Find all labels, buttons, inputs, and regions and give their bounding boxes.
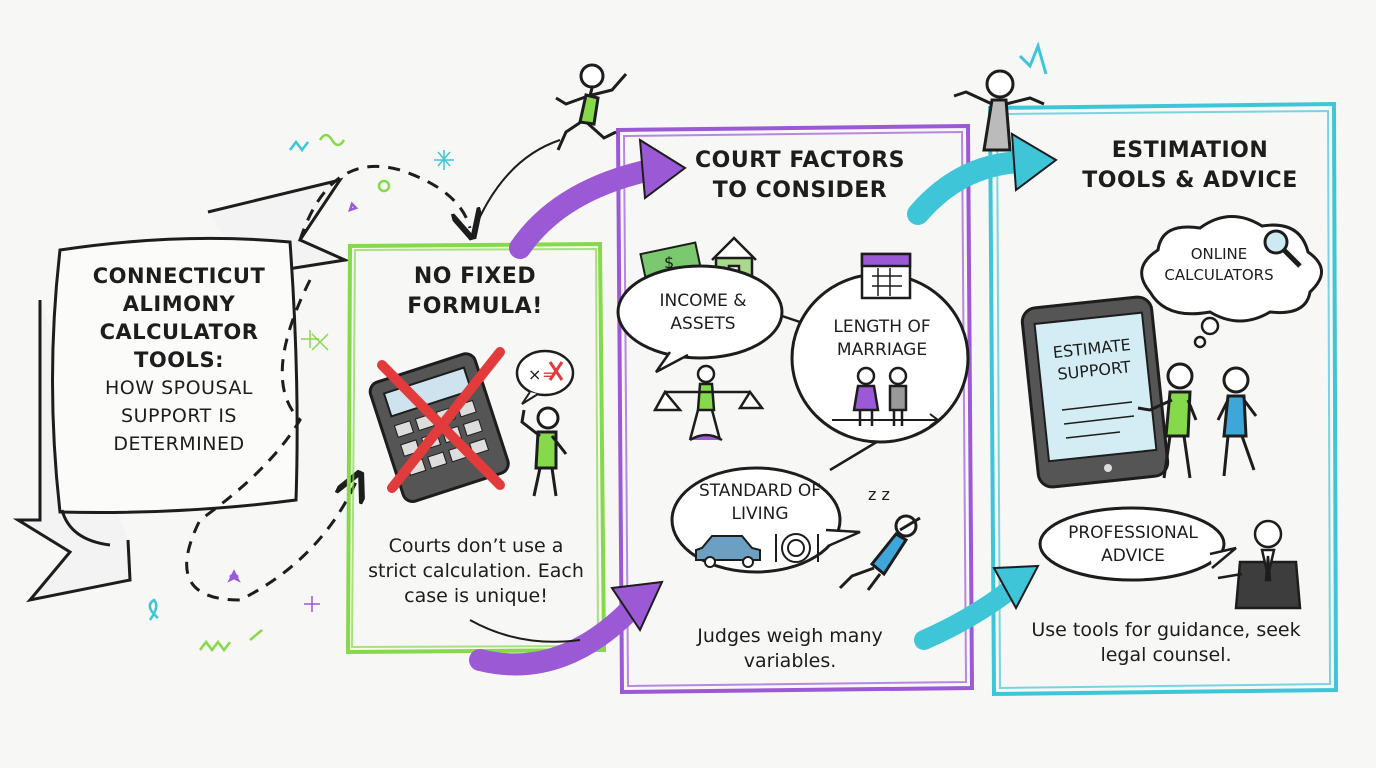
purple-arrow-bottom [469,580,664,676]
panel-2-title: COURT FACTORS TO CONSIDER [695,148,905,203]
calendar-icon [860,252,912,300]
teal-arrow-bottom [914,564,1040,650]
banner-title-line-2: HOW SPOUSAL SUPPORT IS DETERMINED [105,377,253,455]
panel-2-caption: Judges weigh many variables. [697,625,883,672]
thinking-figure: × = [515,349,575,497]
svg-text:$: $ [664,253,674,272]
advice-label: PROFESSIONAL ADVICE [1068,523,1198,566]
car-icon [695,535,761,568]
marriage-bubble-label: LENGTH OF MARRIAGE [833,317,931,360]
panel-3-caption: Use tools for guidance, seek legal couns… [1031,619,1301,666]
income-bubble-label: INCOME & ASSETS [659,291,747,334]
surprised-figure [1216,366,1258,477]
red-cross-icon [377,347,505,493]
relaxing-figure: z z [838,485,921,591]
plate-icon [775,533,819,563]
scales-icon [652,364,765,442]
running-figure [555,63,628,151]
couple-icon [832,366,940,427]
dashed-arrow-top [298,164,470,240]
panel-3-title: ESTIMATION TOOLS & ADVICE [1082,138,1298,193]
living-bubble-label: STANDARD OF LIVING [698,481,822,524]
svg-text:z z: z z [868,485,890,504]
tablet-icon [1020,295,1170,489]
panel-1-caption: Courts don’t use a strict calculation. E… [368,535,584,607]
purple-arrow-top [509,138,687,259]
confetti-doodles [148,133,454,653]
lawyer-figure [1217,519,1302,610]
cloud-label: ONLINE CALCULATORS [1164,245,1274,284]
magnifier-icon [1263,229,1302,268]
advice-bubble [1038,506,1237,582]
scroll-banner [12,177,351,603]
panel-3-frame [987,101,1339,697]
panel-2-frame [615,123,975,695]
svg-text:×: × [528,365,541,384]
teal-arrow-top [907,132,1058,225]
income-bubble [616,264,784,374]
dashed-arrow-loop [185,279,356,602]
banner-title: CONNECTICUT ALIMONY CALCULATOR TOOLS: HO… [66,262,292,458]
presenter-figure [1137,362,1198,479]
worried-figure [953,41,1048,152]
panel-1-title: NO FIXED FORMULA! [407,264,543,319]
banner-title-line-1: CONNECTICUT ALIMONY CALCULATOR TOOLS: [92,264,266,372]
